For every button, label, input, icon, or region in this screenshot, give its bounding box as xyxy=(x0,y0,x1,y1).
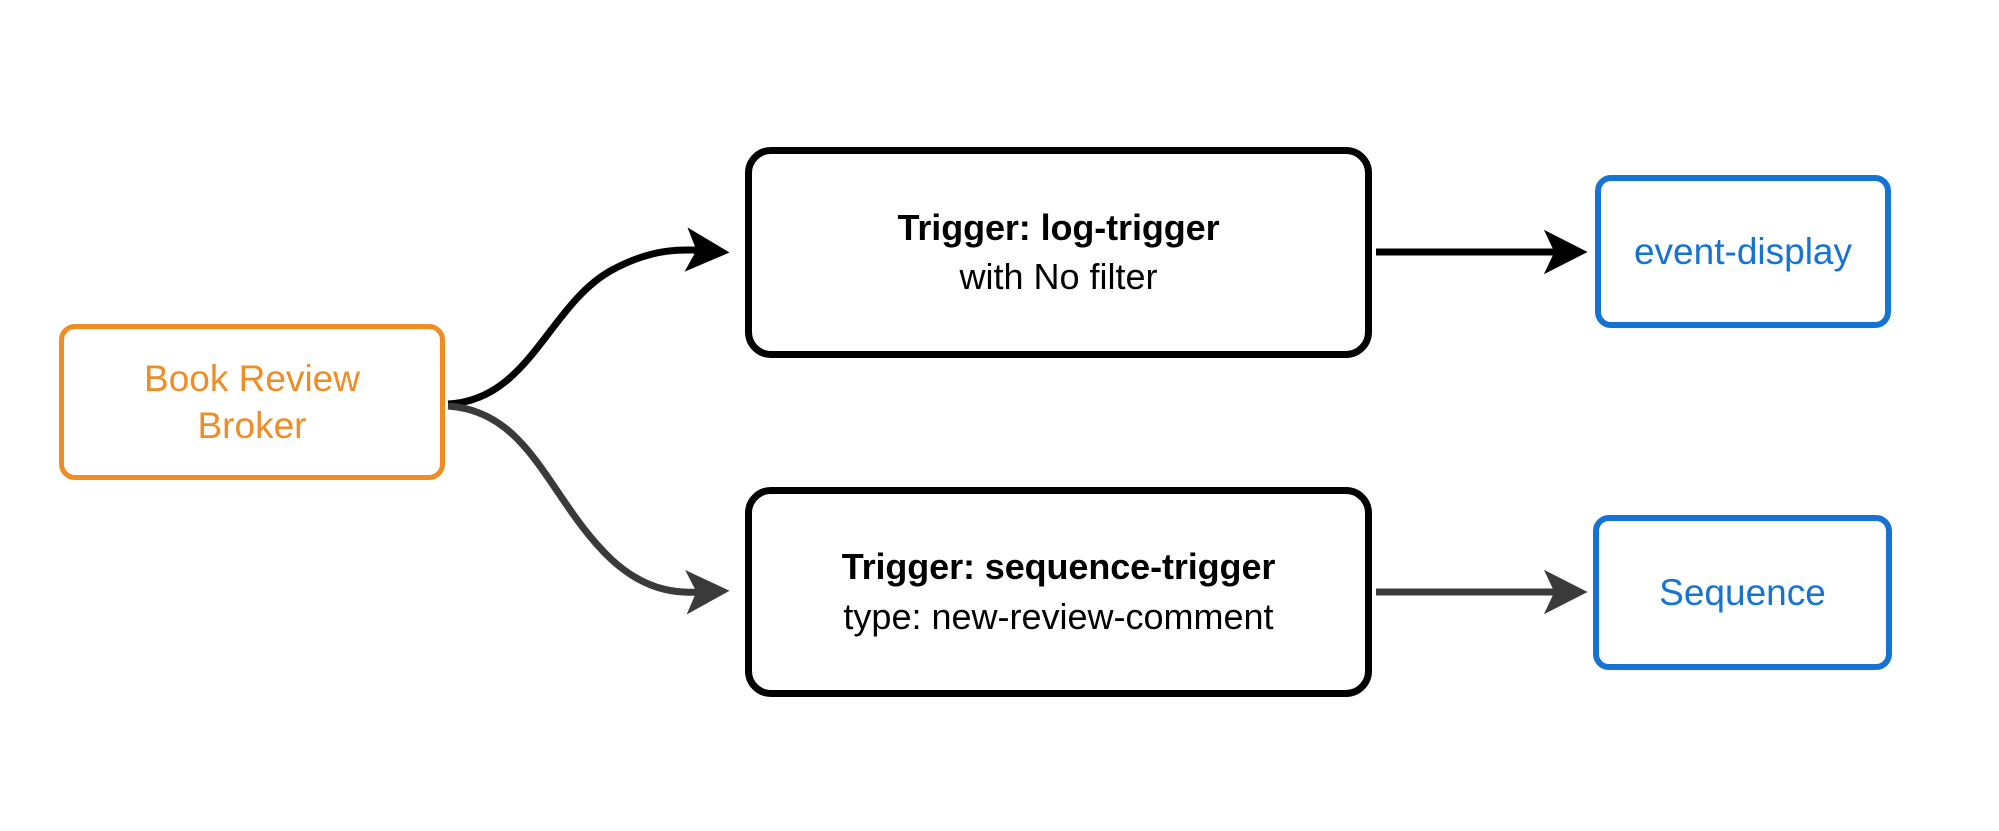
broker-label-line-1: Book Review xyxy=(144,357,360,399)
sequence-trigger-title: Trigger: sequence-trigger xyxy=(841,546,1276,588)
sequence-trigger-subtitle: type: new-review-comment xyxy=(843,595,1274,637)
broker-label-line-2: Broker xyxy=(197,405,307,446)
edge-broker-to-log-trigger xyxy=(447,227,730,408)
node-log-trigger[interactable]: Trigger: log-trigger with No filter xyxy=(745,147,1372,358)
node-event-display[interactable]: event-display xyxy=(1595,175,1891,328)
node-book-review-broker[interactable]: Book Review Broker xyxy=(59,324,445,480)
node-sequence[interactable]: Sequence xyxy=(1593,515,1892,670)
sequence-label: Sequence xyxy=(1659,571,1826,613)
log-trigger-title: Trigger: log-trigger xyxy=(897,206,1220,248)
edge-broker-to-sequence-trigger xyxy=(447,402,730,615)
log-trigger-subtitle: with No filter xyxy=(959,256,1158,297)
event-display-label: event-display xyxy=(1633,230,1852,272)
node-sequence-trigger[interactable]: Trigger: sequence-trigger type: new-revi… xyxy=(745,487,1372,697)
